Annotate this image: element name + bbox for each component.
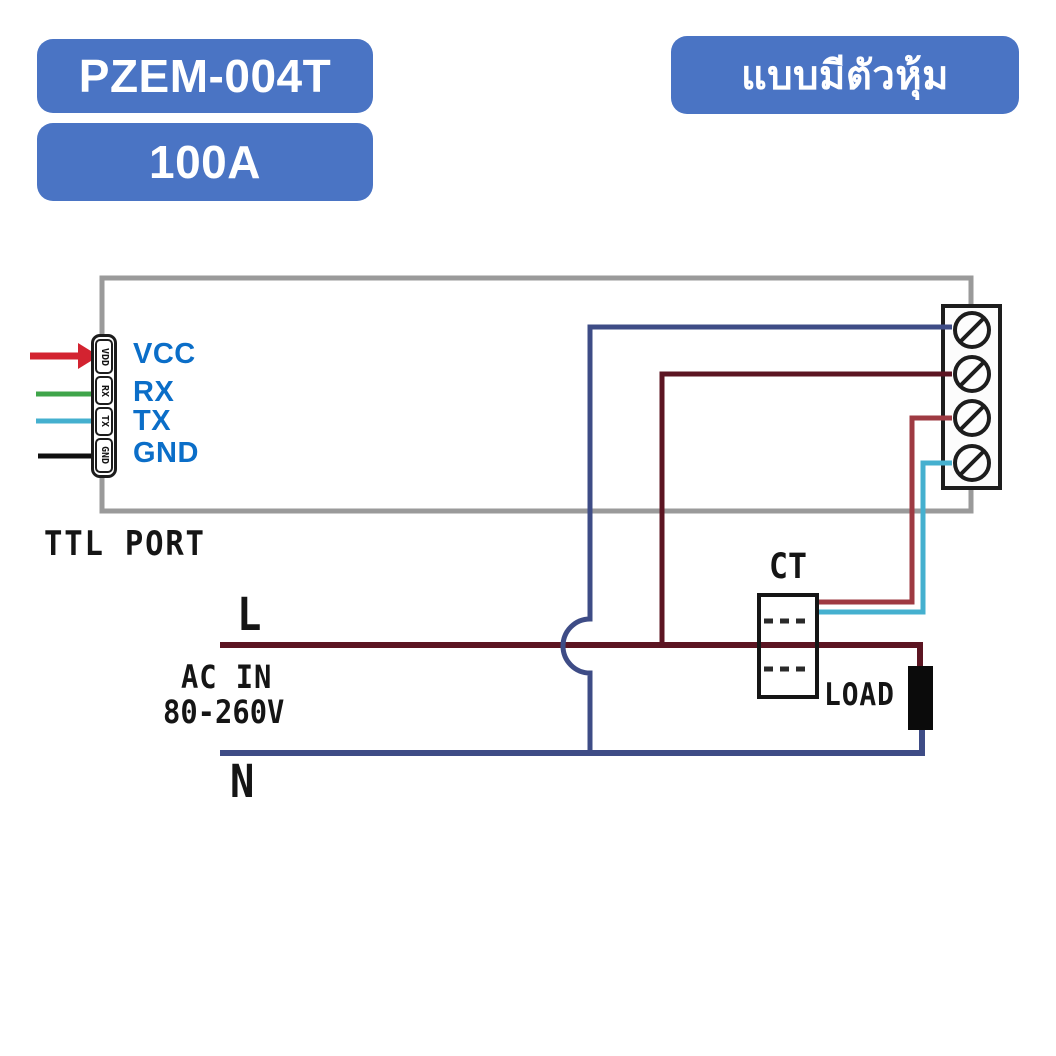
vcc-signal-label: VCC [133,338,196,370]
pin-tx: TX [95,407,113,436]
screw-terminal-2 [953,355,991,393]
pin-gnd: GND [95,437,113,473]
enclosure-type-badge: แบบมีตัวหุ้ม [671,36,1019,114]
current-rating-badge: 100A [37,123,373,201]
gnd-signal-label: GND [133,437,199,469]
neutral-line-label: N [230,755,255,808]
terminal3-to-ct-wire [815,415,952,605]
screw-terminal-4 [953,444,991,482]
terminal2-to-live-wire [659,371,952,647]
ct-label: CT [769,547,807,587]
screw-terminal-3 [953,399,991,437]
load-block [908,666,933,730]
terminal1-to-neutral-wire [560,324,952,755]
terminal4-to-ct-wire [815,460,952,615]
model-badge: PZEM-004T [37,39,373,113]
live-line-wire [220,642,923,670]
voltage-range-label: 80-260V [163,693,285,731]
tx-signal-label: TX [133,405,172,437]
live-line-label: L [237,588,262,641]
ttl-port-label: TTL PORT [44,524,206,564]
ac-in-label: AC IN [181,658,273,696]
neutral-line-wire [220,728,925,756]
ct-box [757,593,819,699]
vcc-arrow-icon [30,343,99,369]
module-outline [99,275,974,514]
load-label: LOAD [824,677,895,713]
pin-rx: RX [95,376,113,405]
ttl-connector: VDD RX TX GND [91,334,117,478]
pin-vdd: VDD [95,339,113,375]
screw-terminal-1 [953,311,991,349]
rx-signal-label: RX [133,376,175,408]
